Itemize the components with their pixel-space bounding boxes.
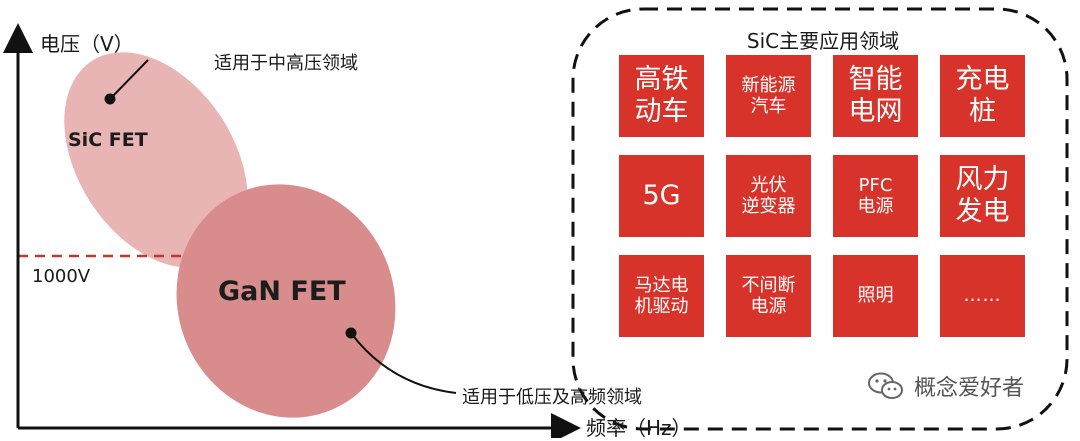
applications-title: SiC主要应用领域 bbox=[746, 29, 900, 53]
application-tile: 光伏 逆变器 bbox=[726, 155, 811, 237]
gan-callout-dot bbox=[345, 327, 357, 339]
sic-fet-label: SiC FET bbox=[68, 129, 148, 151]
gan-fet-label: GaN FET bbox=[218, 276, 346, 307]
application-tile: 新能源 汽车 bbox=[726, 55, 811, 137]
application-tile: 5G bbox=[619, 155, 704, 237]
application-tile: 风力 发电 bbox=[940, 155, 1025, 237]
x-axis-label: 频率（Hz） bbox=[586, 416, 692, 440]
application-tile: 照明 bbox=[833, 255, 918, 337]
application-tile: …… bbox=[940, 255, 1025, 337]
application-tile: 智能 电网 bbox=[833, 55, 918, 137]
application-tile: PFC 电源 bbox=[833, 155, 918, 237]
application-tile: 马达电 机驱动 bbox=[619, 255, 704, 337]
sic-callout-line bbox=[109, 59, 149, 100]
gan-callout-line bbox=[350, 332, 457, 394]
application-tile: 不间断 电源 bbox=[726, 255, 811, 337]
y-axis-label: 电压（V） bbox=[40, 32, 134, 56]
application-tile: 充电 桩 bbox=[940, 55, 1025, 137]
sic-note: 适用于中高压领域 bbox=[214, 53, 358, 74]
gan-fet-ellipse bbox=[176, 184, 396, 418]
watermark-text: 概念爱好者 bbox=[914, 376, 1025, 401]
applications-panel bbox=[571, 7, 1069, 431]
threshold-label: 1000V bbox=[32, 266, 91, 287]
sic-callout-dot bbox=[104, 93, 116, 105]
watermark: 概念爱好者 bbox=[866, 370, 1024, 402]
sic-fet-ellipse bbox=[64, 52, 248, 268]
wechat-icon bbox=[868, 372, 903, 399]
gan-note: 适用于低压及高频领域 bbox=[462, 387, 642, 408]
application-tile: 高铁 动车 bbox=[619, 55, 704, 137]
